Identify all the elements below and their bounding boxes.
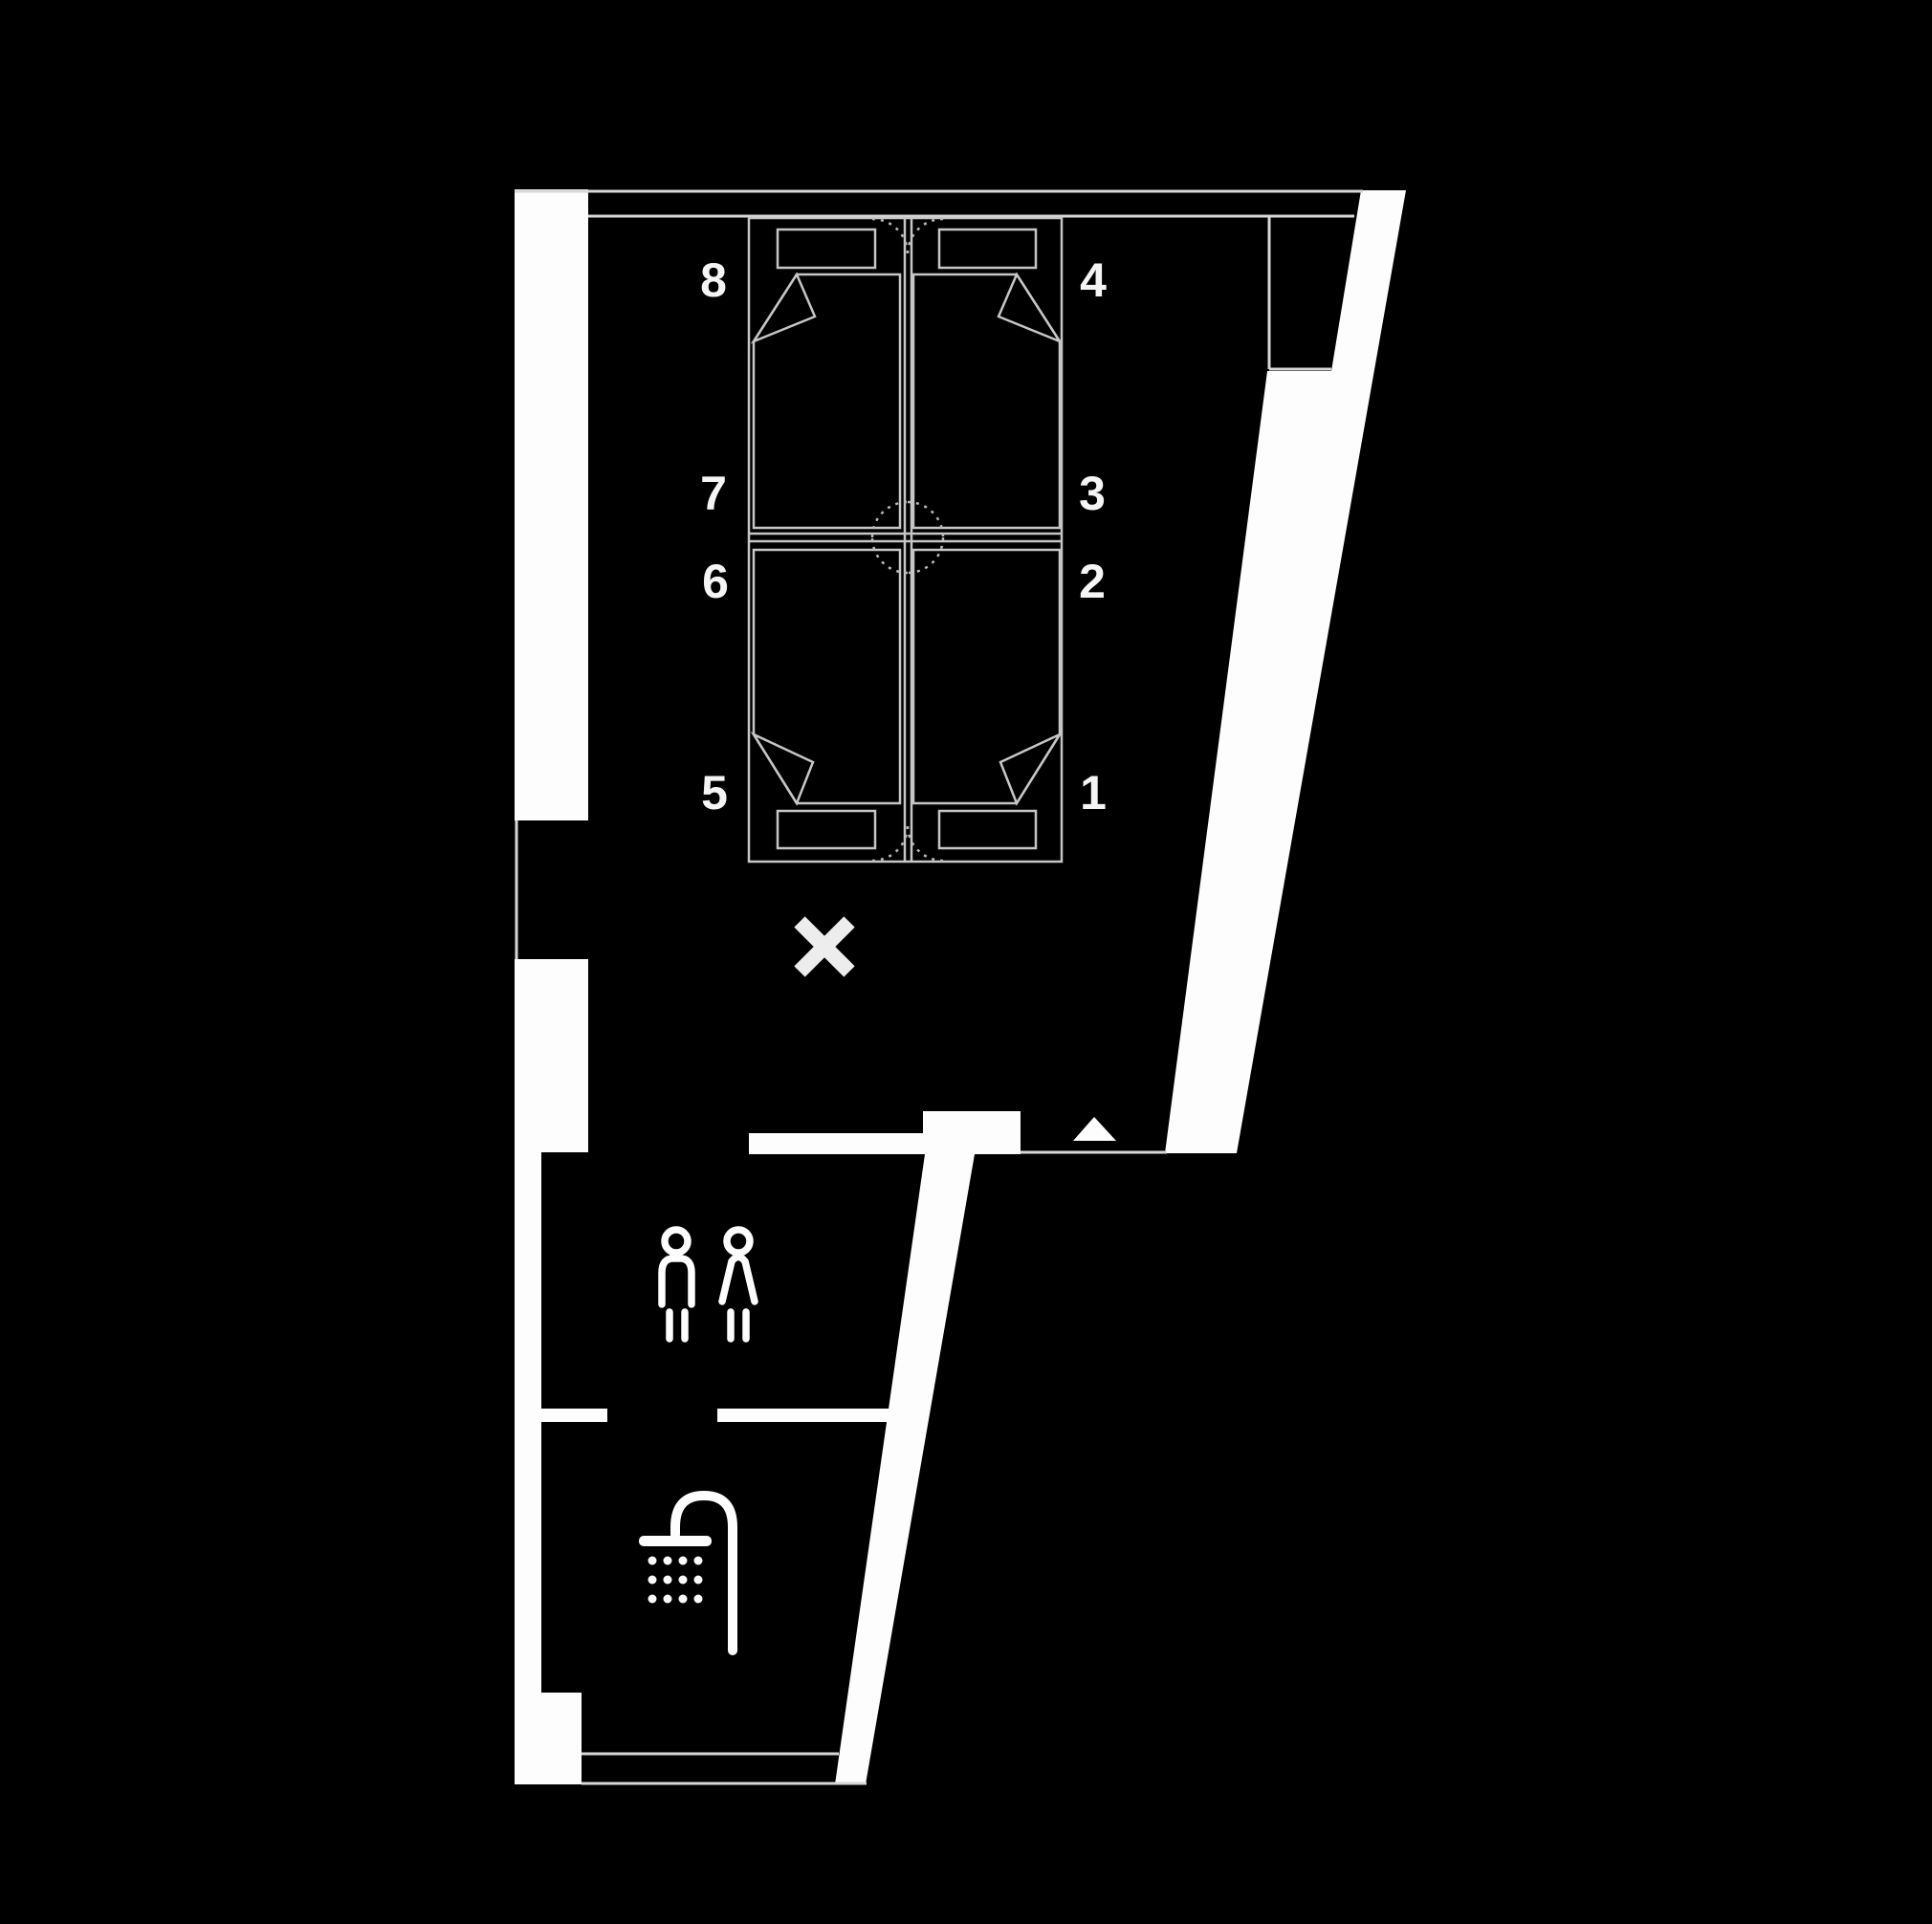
exterior-wall-left-upper: [515, 189, 588, 820]
dashed-arc-mid-3: [907, 536, 945, 575]
x-marker-stroke-2: [794, 916, 855, 977]
bed-number-8: 8: [700, 253, 727, 307]
x-marker-icon: [794, 916, 855, 977]
wc-man-icon: [658, 1226, 695, 1343]
exterior-wall-left-lower: [515, 1152, 541, 1784]
dashed-arc-mid-1: [870, 500, 909, 538]
pillow-top-left: [776, 228, 877, 270]
wall-wc-shower-divider-left: [538, 1409, 607, 1422]
bed-number-1: 1: [1080, 766, 1107, 820]
bed-number-5: 5: [701, 766, 728, 820]
shower-head-bar: [639, 1536, 712, 1546]
entrance-arrow-icon: [1073, 1117, 1116, 1141]
dashed-arc-top-1: [871, 217, 910, 255]
blanket-bottom-left: [752, 548, 902, 805]
blanket-bottom-right: [911, 548, 1062, 805]
blanket-fold-top-left: [750, 272, 817, 344]
interior-wall-south-band: [749, 1133, 923, 1154]
blanket-fold-top-right: [997, 272, 1064, 344]
bed-number-6: 6: [702, 555, 729, 608]
interior-wall-pier: [923, 1111, 1021, 1154]
wall-wc-shower-divider-right: [717, 1409, 896, 1422]
thin-lines: [515, 189, 1363, 1785]
bed-number-2: 2: [1079, 555, 1106, 608]
blanket-fold-bottom-right: [999, 732, 1064, 806]
bed-number-3: 3: [1079, 467, 1106, 520]
shower-icon: [639, 1490, 737, 1655]
dashed-arc-top-2: [906, 217, 944, 255]
pillow-bottom-right: [937, 809, 1038, 850]
bed-number-4: 4: [1080, 253, 1107, 307]
bed-numbers: 8 7 6 5 4 3 2 1: [700, 253, 1107, 820]
wc-woman-icon: [718, 1226, 758, 1343]
shower-pipe: [670, 1490, 737, 1655]
dashed-arc-bottom-1: [871, 824, 910, 863]
dashed-arcs: [870, 217, 945, 863]
bed-block: [747, 216, 1064, 864]
walls: [515, 189, 1406, 1784]
pillow-bottom-left: [776, 809, 877, 850]
blanket-fold-bottom-left: [750, 732, 815, 806]
wc-icons: [658, 1226, 758, 1343]
dashed-arc-bottom-2: [906, 824, 944, 863]
exterior-wall-left-middle: [515, 959, 588, 1152]
exterior-wall-bottom-left-block: [515, 1693, 582, 1784]
wc-woman-head: [723, 1226, 754, 1257]
wc-man-head: [661, 1226, 692, 1257]
wc-man-torso: [658, 1255, 695, 1308]
dashed-arc-mid-4: [870, 536, 909, 575]
dashed-arc-mid-2: [907, 500, 945, 538]
interior-wall-corridor-slanted: [835, 1154, 975, 1784]
exterior-wall-right-slanted: [1165, 190, 1406, 1153]
bed-number-7: 7: [700, 467, 727, 520]
wc-woman-dress: [718, 1253, 758, 1305]
pillow-top-right: [937, 228, 1038, 270]
shower-spray-dots: [648, 1556, 703, 1604]
